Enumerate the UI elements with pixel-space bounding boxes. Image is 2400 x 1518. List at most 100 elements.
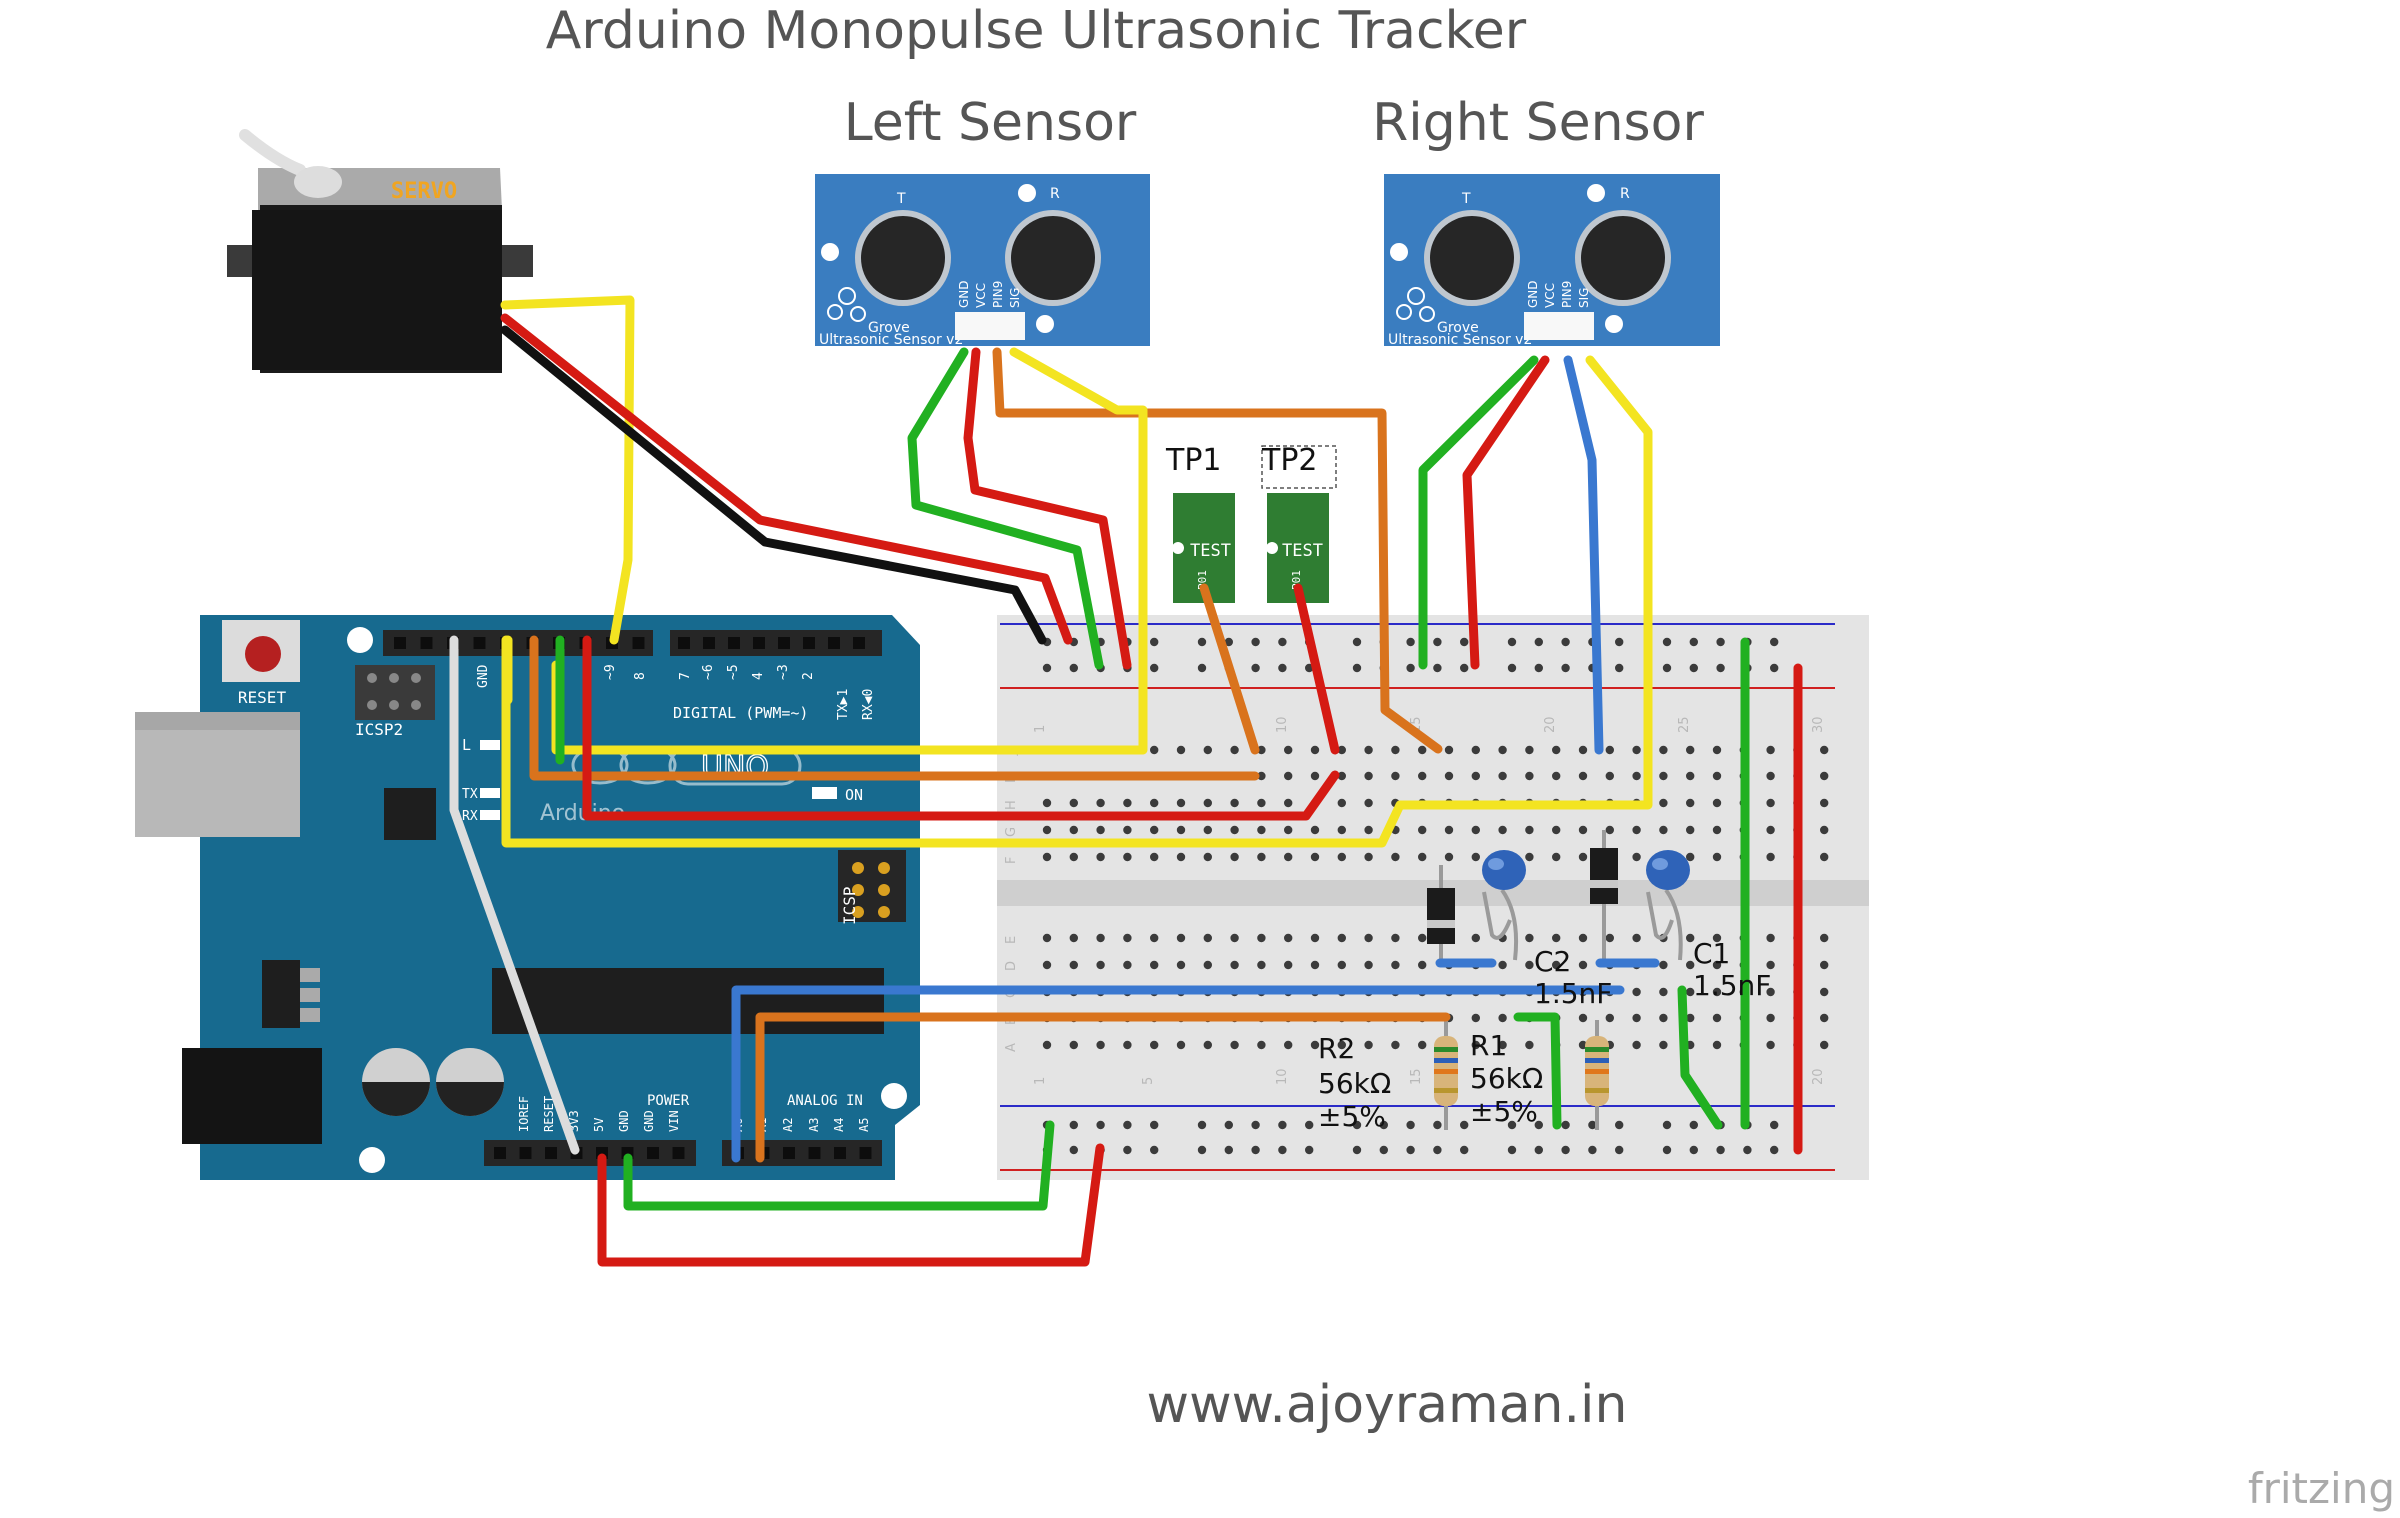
rail-hole bbox=[1278, 663, 1287, 673]
breadboard-hole bbox=[1632, 745, 1641, 755]
breadboard-hole bbox=[1364, 798, 1373, 808]
breadboard-hole bbox=[1712, 933, 1722, 943]
power-label: POWER bbox=[647, 1093, 690, 1109]
rail-hole bbox=[1662, 1120, 1672, 1130]
breadboard-hole bbox=[1686, 771, 1695, 781]
breadboard-hole bbox=[1391, 852, 1400, 862]
rail-hole bbox=[1433, 663, 1442, 673]
breadboard-hole bbox=[1712, 1040, 1722, 1050]
r1-name: R1 bbox=[1470, 1029, 1507, 1062]
breadboard-hole bbox=[1069, 825, 1079, 835]
right-pin-sig: SIG bbox=[1577, 288, 1591, 308]
breadboard-hole bbox=[1096, 1040, 1105, 1050]
servo-label: SERVO bbox=[391, 179, 457, 204]
bb-col-30-bottom: 20 bbox=[1811, 1068, 1826, 1085]
breadboard-hole bbox=[1525, 852, 1534, 862]
r2-value: 56kΩ bbox=[1318, 1067, 1391, 1100]
icsp2-label: ICSP2 bbox=[355, 720, 403, 739]
wire-bb-green-c1 bbox=[1677, 985, 1723, 1130]
breadboard-hole bbox=[1605, 771, 1615, 781]
breadboard-hole bbox=[1444, 825, 1454, 835]
left-sensor-r-label: R bbox=[1050, 186, 1060, 202]
capacitor-c1 bbox=[1646, 850, 1690, 961]
breadboard-hole bbox=[1686, 933, 1695, 943]
arduino-uno-board: RESET ICSP2 ICSP DIGITAL (PWM=~) GND ~9 … bbox=[135, 615, 920, 1180]
breadboard-hole bbox=[1337, 852, 1347, 862]
header-pin bbox=[859, 1147, 872, 1159]
rail-hole bbox=[1251, 1120, 1260, 1130]
breadboard-hole bbox=[1659, 798, 1668, 808]
breadboard-hole bbox=[1337, 771, 1347, 781]
breadboard-hole bbox=[1712, 825, 1722, 835]
header-pin bbox=[394, 637, 406, 649]
rail-hole bbox=[1042, 663, 1052, 673]
rail-hole bbox=[1716, 1145, 1725, 1155]
rail-hole bbox=[1197, 663, 1207, 673]
rail-hole bbox=[1197, 1145, 1207, 1155]
breadboard-hole bbox=[1150, 825, 1159, 835]
right-pin-vcc: VCC bbox=[1543, 283, 1557, 308]
c2-name: C2 bbox=[1534, 945, 1571, 978]
rail-hole bbox=[1406, 663, 1415, 673]
rail-hole bbox=[1352, 1120, 1362, 1130]
breadboard-hole bbox=[1176, 745, 1186, 755]
breadboard-hole bbox=[1578, 933, 1588, 943]
wire-bb-green-mid bbox=[1513, 1012, 1562, 1130]
breadboard-hole bbox=[1766, 825, 1775, 835]
breadboard-hole bbox=[1310, 745, 1320, 755]
breadboard-hole bbox=[1257, 960, 1266, 970]
breadboard-hole bbox=[1820, 771, 1829, 781]
rail-hole bbox=[1096, 1120, 1105, 1130]
breadboard-hole bbox=[1525, 1040, 1534, 1050]
right-pin-pin9: PIN9 bbox=[1560, 281, 1574, 308]
diode-2 bbox=[1590, 830, 1618, 963]
breadboard-hole bbox=[1284, 771, 1293, 781]
rail-hole bbox=[1460, 1145, 1469, 1155]
left-pin-pin9: PIN9 bbox=[991, 281, 1005, 308]
rail-hole bbox=[1123, 1145, 1132, 1155]
breadboard-hole bbox=[1364, 771, 1373, 781]
breadboard-hole bbox=[1284, 745, 1293, 755]
breadboard-hole bbox=[1686, 852, 1695, 862]
rail-hole bbox=[1150, 663, 1159, 673]
breadboard-hole bbox=[1632, 1013, 1641, 1023]
right-sensor-r-label: R bbox=[1620, 186, 1630, 202]
breadboard-hole bbox=[1471, 825, 1481, 835]
r2-tolerance: ±5% bbox=[1318, 1100, 1386, 1133]
breadboard-hole bbox=[1069, 852, 1079, 862]
breadboard-hole bbox=[1096, 933, 1105, 943]
pin-7-label: 7 bbox=[678, 672, 693, 680]
breadboard-hole bbox=[1257, 825, 1266, 835]
breadboard-hole bbox=[1176, 852, 1186, 862]
testpoint-tp2: TP2 TEST P01 bbox=[1261, 443, 1337, 603]
r1-tolerance: ±5% bbox=[1470, 1095, 1538, 1128]
breadboard-hole bbox=[1257, 771, 1266, 781]
rail-hole bbox=[1197, 637, 1207, 647]
bb-col-20-top: 20 bbox=[1543, 716, 1558, 733]
rail-hole bbox=[1615, 1145, 1624, 1155]
header-pin bbox=[672, 1147, 685, 1159]
breadboard-hole bbox=[1310, 933, 1320, 943]
left-pin-vcc: VCC bbox=[974, 283, 988, 308]
header-pin bbox=[545, 1147, 557, 1159]
breadboard-hole bbox=[1498, 745, 1507, 755]
left-sensor-t-label: T bbox=[896, 191, 906, 207]
right-sensor-heading: Right Sensor bbox=[1372, 93, 1704, 153]
breadboard-hole bbox=[1310, 960, 1320, 970]
rail-hole bbox=[1507, 1120, 1517, 1130]
rail-hole bbox=[1716, 663, 1725, 673]
breadboard-hole bbox=[1552, 933, 1561, 943]
rail-hole bbox=[1460, 637, 1469, 647]
wire-right-vcc-red bbox=[1462, 355, 1550, 670]
header-pin bbox=[808, 1147, 821, 1159]
wire-left-gnd-green bbox=[907, 347, 1104, 670]
rail-hole bbox=[1460, 663, 1469, 673]
rail-hole bbox=[1689, 1120, 1699, 1130]
breadboard-hole bbox=[1364, 933, 1373, 943]
breadboard-hole bbox=[1766, 1040, 1775, 1050]
rail-hole bbox=[1305, 1145, 1314, 1155]
wire-5v-red bbox=[597, 1143, 1105, 1267]
rail-hole bbox=[1615, 1120, 1624, 1130]
rail-hole bbox=[1379, 1145, 1389, 1155]
